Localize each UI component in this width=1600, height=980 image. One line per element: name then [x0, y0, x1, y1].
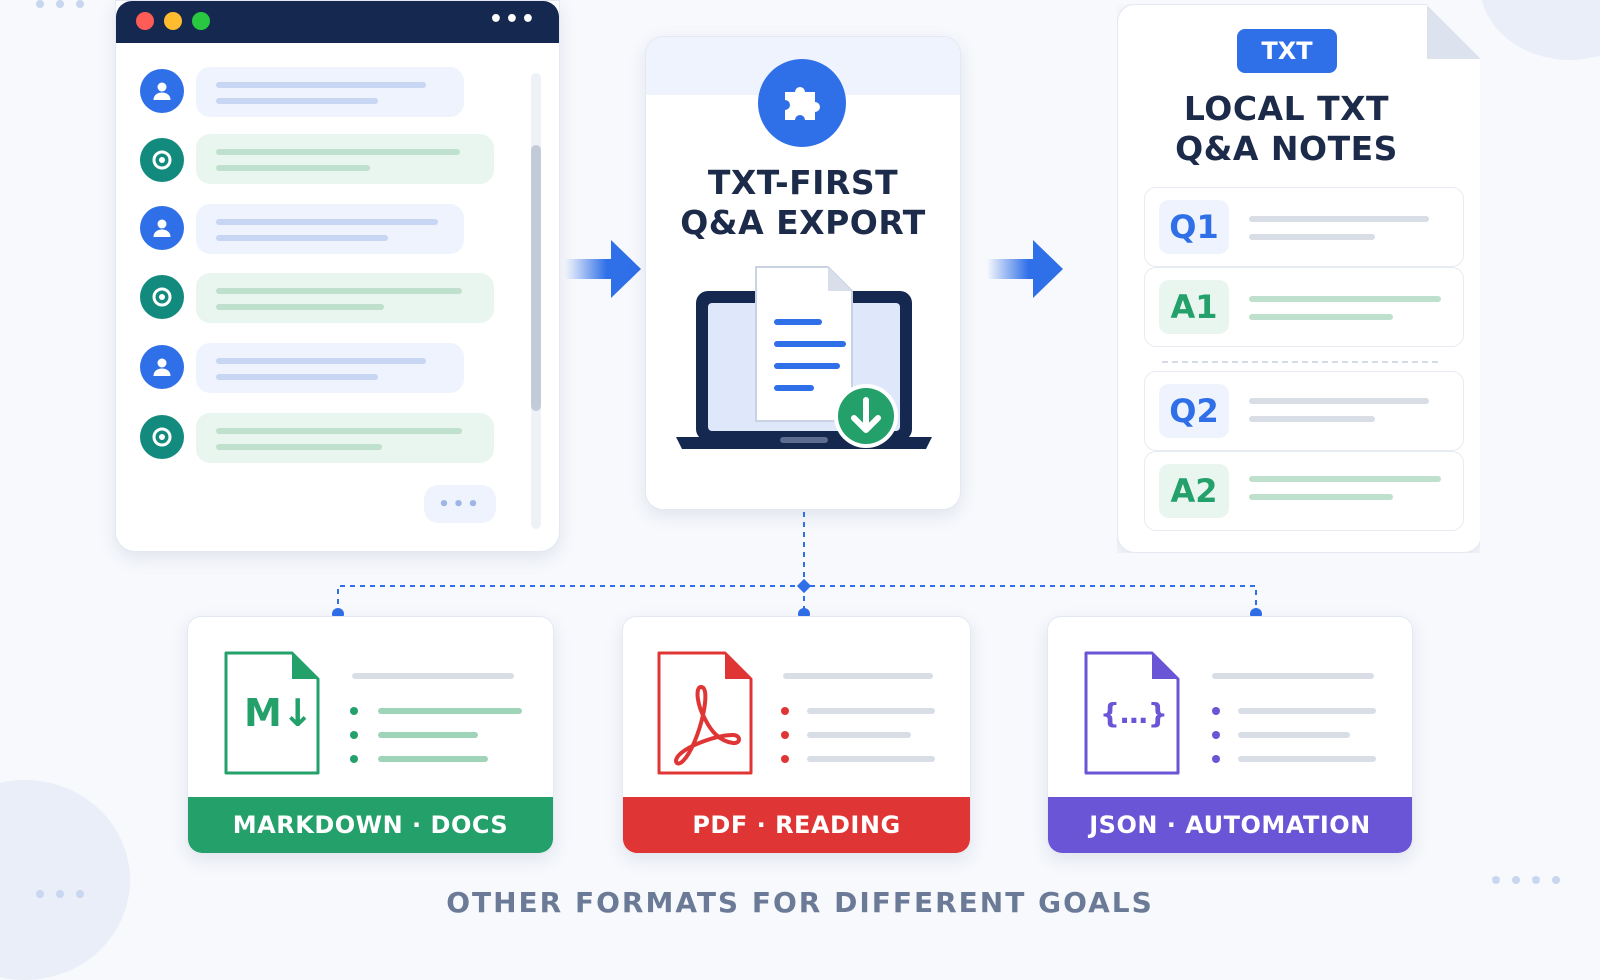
txt-badge: TXT	[1237, 29, 1337, 73]
puzzle-icon	[758, 59, 846, 147]
assistant-avatar-icon	[140, 275, 184, 319]
qa-entry-question[interactable]: Q2	[1144, 371, 1464, 451]
window-menu-icon[interactable]: •••	[488, 7, 537, 32]
json-format-card[interactable]: {…} JSON · AUTOMATION	[1047, 616, 1413, 854]
qa-entry-answer[interactable]: A2	[1144, 451, 1464, 531]
qa-tag: A1	[1159, 280, 1229, 334]
assistant-avatar-icon	[140, 138, 184, 182]
user-message-bubble[interactable]	[196, 343, 464, 393]
user-avatar-icon	[140, 69, 184, 113]
assistant-message-bubble[interactable]	[196, 413, 494, 463]
chat-scrollbar-thumb[interactable]	[531, 145, 541, 411]
markdown-format-card[interactable]: M↓ MARKDOWN · DOCS	[187, 616, 554, 854]
pdf-file-icon	[657, 651, 753, 775]
assistant-message-bubble[interactable]	[196, 273, 494, 323]
txt-export-card[interactable]: TXT-FIRST Q&A EXPORT	[645, 36, 961, 510]
assistant-avatar-icon	[140, 415, 184, 459]
qa-separator	[1162, 361, 1438, 363]
export-card-title-line1: TXT-FIRST	[707, 163, 899, 202]
qa-entry-question[interactable]: Q1	[1144, 187, 1464, 267]
format-connector-lines	[332, 512, 1262, 620]
qa-tag: Q2	[1159, 384, 1229, 438]
qa-entry-answer[interactable]: A1	[1144, 267, 1464, 347]
user-avatar-icon	[140, 206, 184, 250]
chat-window: •••	[115, 0, 560, 552]
window-close-dot[interactable]	[136, 12, 154, 30]
window-maximize-dot[interactable]	[192, 12, 210, 30]
json-file-icon	[1084, 651, 1180, 775]
user-message-bubble[interactable]	[196, 67, 464, 117]
assistant-message-bubble[interactable]	[196, 134, 494, 184]
qa-tag: Q1	[1159, 200, 1229, 254]
laptop-document-icon	[676, 266, 932, 449]
user-message-bubble[interactable]	[196, 204, 464, 254]
markdown-file-icon	[224, 651, 320, 775]
markdown-format-label: MARKDOWN · DOCS	[188, 797, 553, 853]
flow-arrow-right-icon	[565, 240, 641, 298]
json-glyph: {…}	[1100, 697, 1168, 730]
pdf-format-label: PDF · READING	[623, 797, 970, 853]
json-format-label: JSON · AUTOMATION	[1048, 797, 1412, 853]
window-minimize-dot[interactable]	[164, 12, 182, 30]
markdown-glyph: M↓	[244, 691, 314, 735]
footer-caption: OTHER FORMATS FOR DIFFERENT GOALS	[446, 886, 1154, 919]
qa-tag: A2	[1159, 464, 1229, 518]
typing-indicator: •••	[424, 485, 496, 523]
chat-window-titlebar: •••	[116, 1, 559, 43]
export-card-title-line2: Q&A EXPORT	[680, 203, 926, 242]
chat-scrollbar-track[interactable]	[531, 73, 541, 529]
flow-arrow-right-icon	[987, 240, 1063, 298]
pdf-format-card[interactable]: PDF · READING	[622, 616, 971, 854]
user-avatar-icon	[140, 345, 184, 389]
notes-card-title-line1: LOCAL TXT	[1183, 89, 1390, 128]
notes-card-title-line2: Q&A NOTES	[1175, 129, 1398, 168]
